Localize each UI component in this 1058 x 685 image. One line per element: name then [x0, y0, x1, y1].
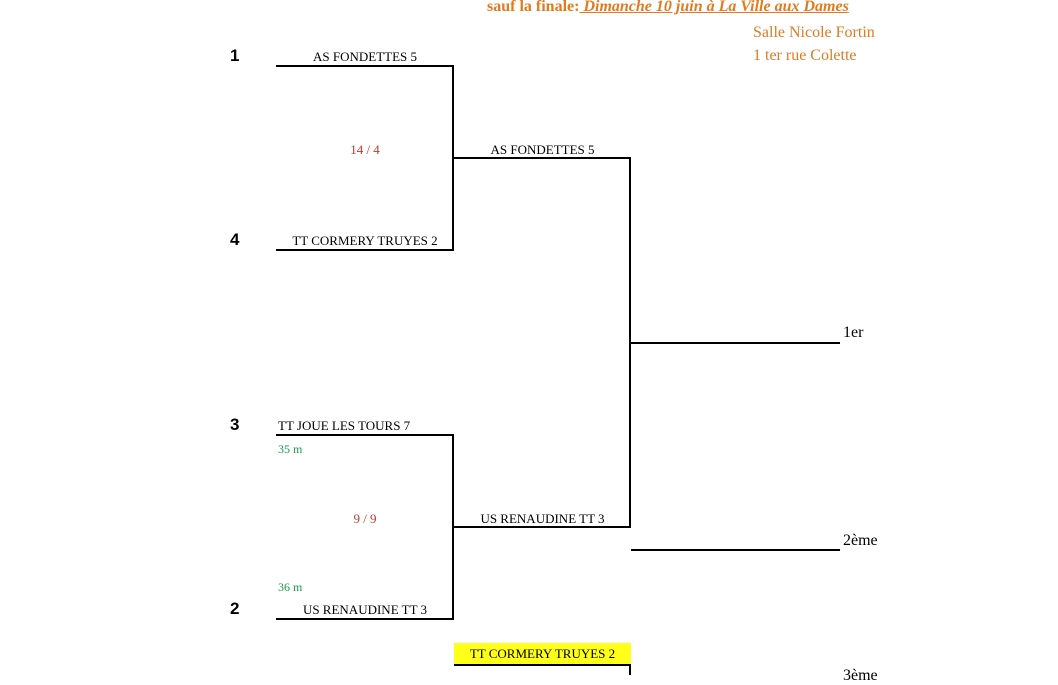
bracket-connector — [452, 65, 454, 251]
score-r1-m2: 9 / 9 — [353, 511, 377, 526]
venue-name: Salle Nicole Fortin — [753, 24, 875, 41]
distance-top: 35 m — [278, 442, 303, 456]
bracket-line — [276, 434, 454, 436]
bracket-connector — [629, 157, 631, 528]
bracket-line — [454, 526, 631, 528]
place-second: 2ème — [843, 532, 878, 549]
distance-bottom: 36 m — [278, 580, 303, 594]
bracket-line — [454, 664, 631, 666]
team-r2-top: AS FONDETTES 5 — [490, 142, 595, 157]
score-r1-m1: 14 / 4 — [350, 142, 380, 157]
bracket-line — [276, 65, 454, 67]
venue-address: 1 ter rue Colette — [753, 47, 857, 64]
team-r2-bottom: US RENAUDINE TT 3 — [480, 511, 605, 526]
finale-note: sauf la finale: Dimanche 10 juin à La Vi… — [487, 0, 849, 16]
bracket-line — [276, 249, 454, 251]
bracket-line — [276, 618, 454, 620]
finale-prefix: sauf la finale: — [487, 0, 580, 15]
place-third: 3ème — [843, 667, 878, 684]
seed-3: 3 — [230, 415, 240, 434]
bracket-connector — [452, 434, 454, 620]
place-first: 1er — [843, 324, 864, 341]
seed-1: 1 — [230, 46, 240, 65]
final-line-first — [631, 342, 840, 344]
bracket-line — [454, 157, 631, 159]
seed-4: 4 — [230, 230, 240, 249]
team-r1-m2-top: TT JOUE LES TOURS 7 — [278, 418, 411, 433]
third-place-team: TT CORMERY TRUYES 2 — [454, 643, 631, 664]
team-r1-m1-bottom: TT CORMERY TRUYES 2 — [292, 233, 438, 248]
seed-2: 2 — [230, 599, 240, 618]
final-line-second — [631, 549, 840, 551]
finale-date: Dimanche 10 juin à La Ville aux Dames — [579, 0, 849, 15]
bracket-connector — [629, 664, 631, 675]
team-r1-m2-bottom: US RENAUDINE TT 3 — [302, 602, 428, 617]
team-r1-m1-top: AS FONDETTES 5 — [312, 49, 417, 64]
